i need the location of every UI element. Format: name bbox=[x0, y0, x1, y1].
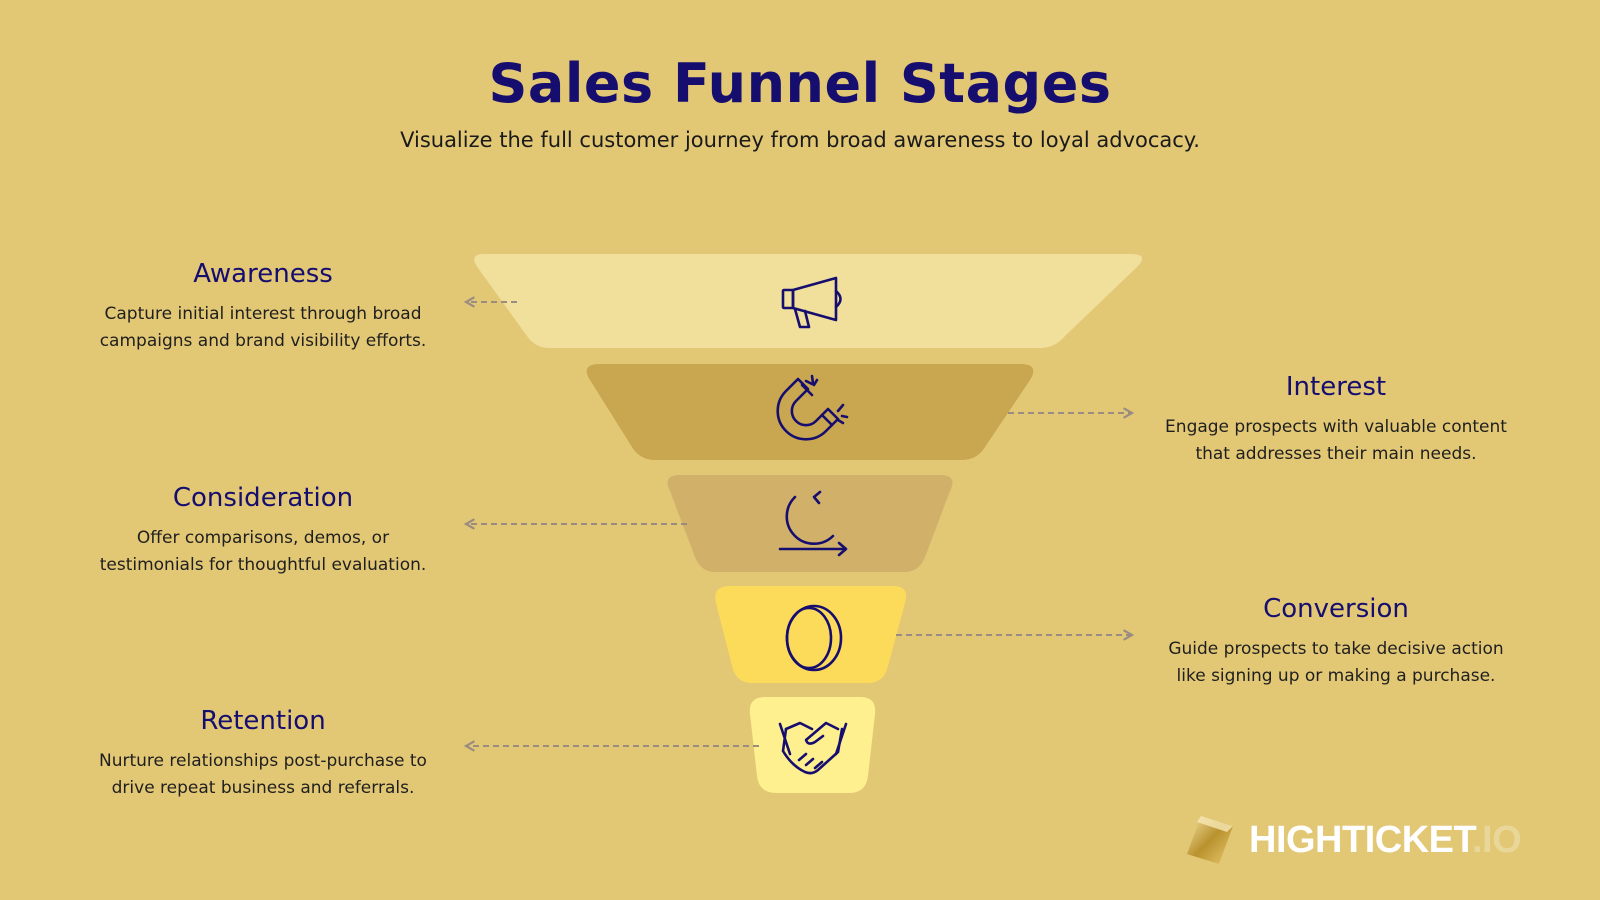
stage-description: Offer comparisons, demos, or testimonial… bbox=[83, 525, 443, 579]
brand-wordmark: HIGHTICKET.IO bbox=[1249, 818, 1522, 862]
coin-icon bbox=[785, 604, 843, 672]
stage-description: Nurture relationships post-purchase to d… bbox=[83, 748, 443, 802]
magnet-icon bbox=[776, 374, 849, 441]
stage-description-line: campaigns and brand visibility efforts. bbox=[99, 331, 427, 351]
funnel-layer-retention bbox=[749, 697, 876, 793]
gold-bar-icon bbox=[1187, 816, 1233, 864]
stage-description-line: Offer comparisons, demos, or bbox=[136, 528, 390, 548]
funnel-layer-awareness bbox=[474, 254, 1143, 348]
funnel-layer-interest bbox=[586, 364, 1034, 460]
stage-description-line: Nurture relationships post-purchase to bbox=[99, 751, 427, 771]
stage-description-line: Guide prospects to take decisive action bbox=[1168, 639, 1504, 659]
funnel-layer-consideration bbox=[667, 475, 953, 572]
stage-description-line: testimonials for thoughtful evaluation. bbox=[99, 555, 427, 575]
page-subtitle: Visualize the full customer journey from… bbox=[400, 128, 1200, 152]
handshake-icon bbox=[778, 721, 848, 775]
stage-consideration: Consideration Offer comparisons, demos, … bbox=[83, 483, 443, 579]
stage-conversion: Conversion Guide prospects to take decis… bbox=[1156, 594, 1516, 690]
stage-title: Awareness bbox=[193, 259, 333, 289]
brand-tld: .IO bbox=[1472, 818, 1522, 861]
brand-name: HIGHTICKET bbox=[1249, 818, 1473, 861]
brand-logo: HIGHTICKET.IO bbox=[1183, 810, 1522, 870]
stage-description-line: drive repeat business and referrals. bbox=[111, 778, 415, 798]
cycle-arrow-icon bbox=[778, 490, 848, 557]
page-title: Sales Funnel Stages bbox=[488, 52, 1112, 115]
stage-description-line: that addresses their main needs. bbox=[1195, 444, 1477, 464]
stage-awareness: Awareness Capture initial interest throu… bbox=[83, 259, 443, 355]
stage-description-line: like signing up or making a purchase. bbox=[1176, 666, 1496, 686]
stage-title: Retention bbox=[200, 706, 326, 736]
funnel-layer-conversion bbox=[715, 586, 907, 683]
stage-interest: Interest Engage prospects with valuable … bbox=[1156, 372, 1516, 468]
stage-description-line: Capture initial interest through broad bbox=[104, 304, 422, 324]
stage-title: Conversion bbox=[1263, 594, 1409, 624]
megaphone-icon bbox=[781, 276, 842, 329]
stage-description-line: Engage prospects with valuable content bbox=[1165, 417, 1507, 437]
stage-title: Consideration bbox=[172, 483, 354, 513]
stage-description: Capture initial interest through broad c… bbox=[83, 301, 443, 355]
stage-retention: Retention Nurture relationships post-pur… bbox=[83, 706, 443, 802]
stage-title: Interest bbox=[1285, 372, 1387, 402]
stage-description: Engage prospects with valuable content t… bbox=[1156, 414, 1516, 468]
stage-description: Guide prospects to take decisive action … bbox=[1156, 636, 1516, 690]
